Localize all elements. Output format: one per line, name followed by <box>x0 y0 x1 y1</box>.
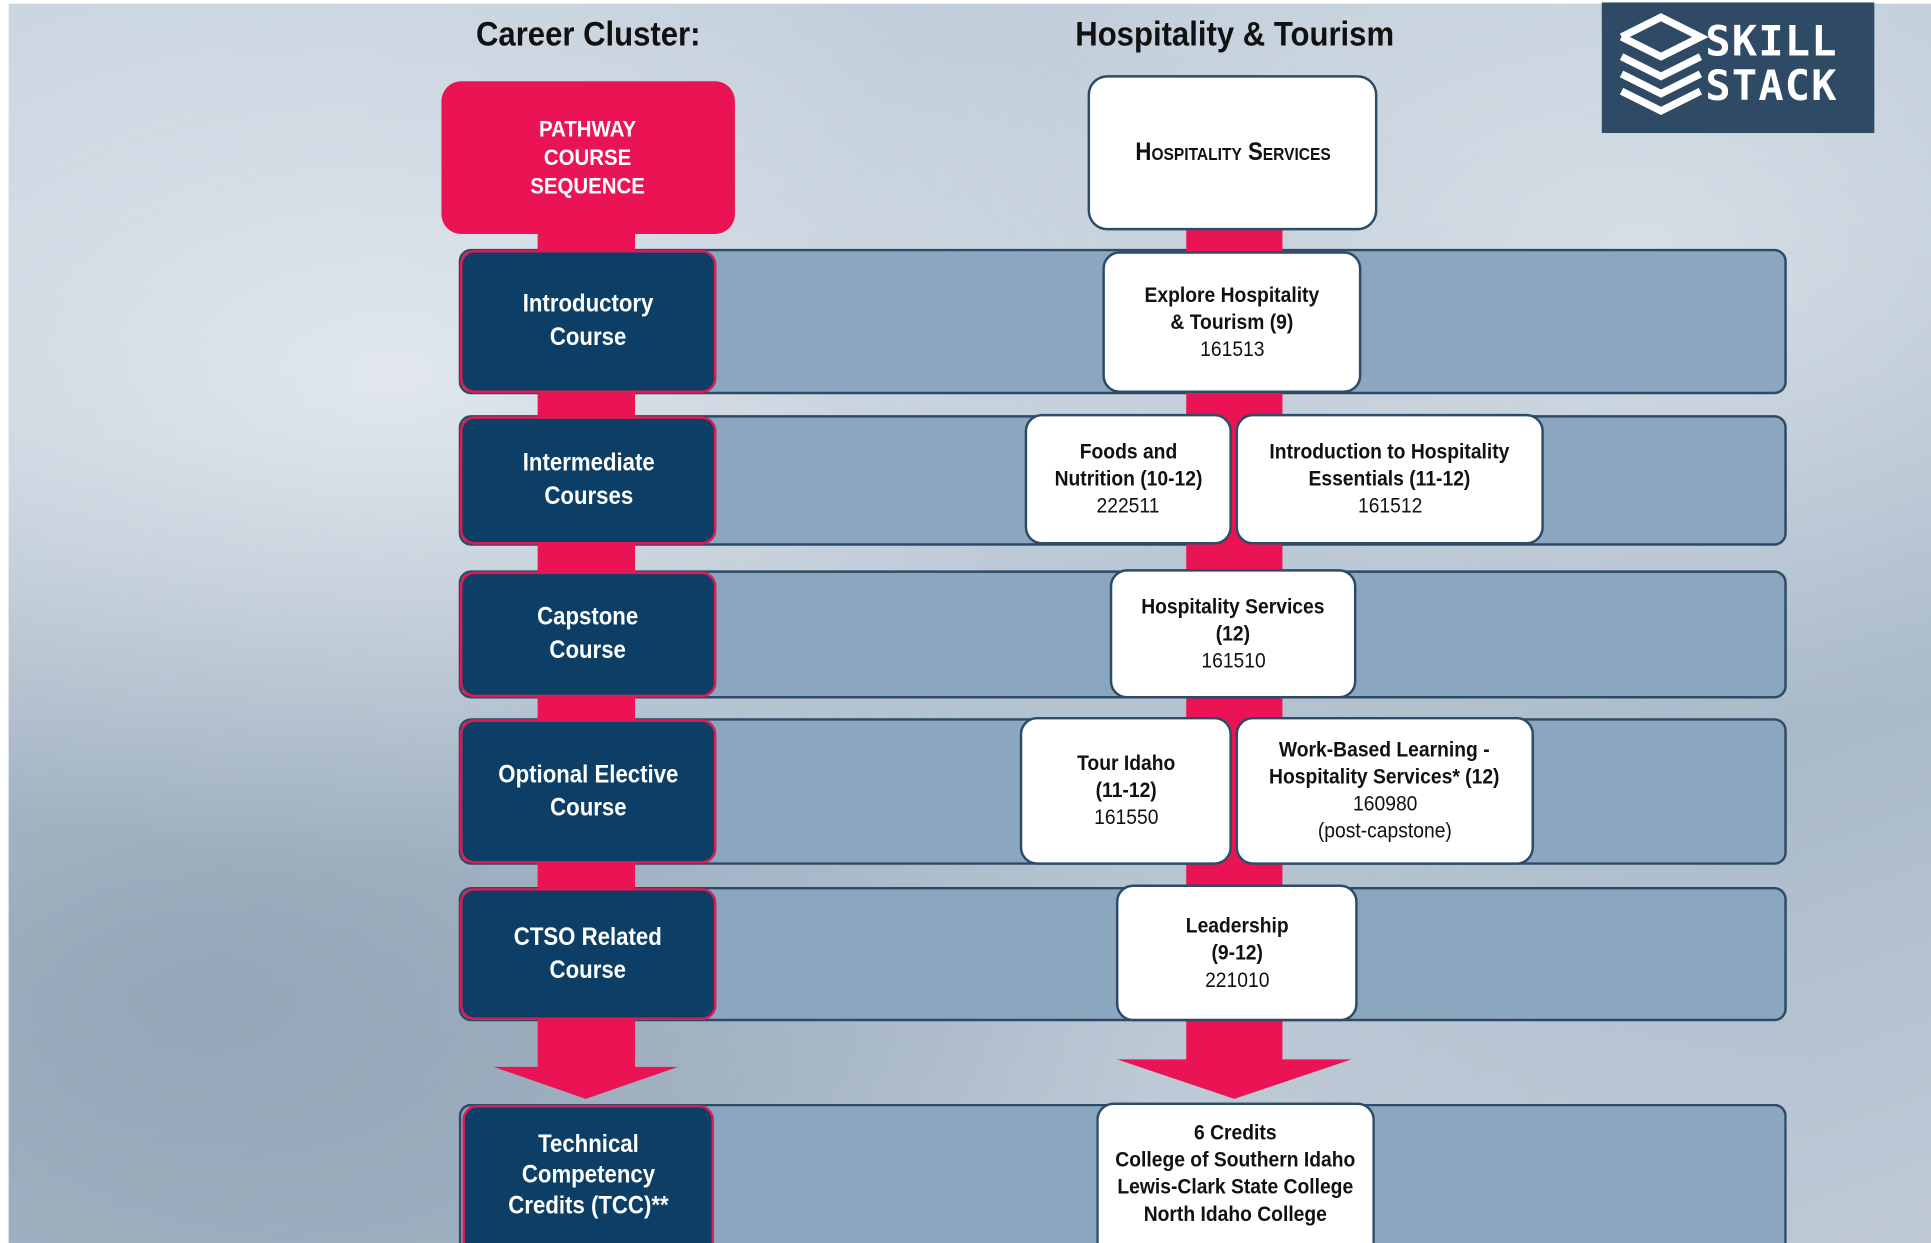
center-arrow-head <box>1117 1059 1352 1099</box>
course-leadership: Leadership (9-12) 221010 <box>1115 884 1358 1022</box>
course-note: (post-capstone) <box>1317 819 1452 843</box>
pathway-title: Hospitality Services <box>1134 138 1331 166</box>
course-title: Tour Idaho (11-12) <box>1076 751 1175 802</box>
level-capstone: Capstone Course <box>459 571 717 698</box>
level-optional-elective: Optional Elective Course <box>459 719 717 864</box>
course-code: 221010 <box>1204 967 1269 992</box>
logo-wordmark: SKILL STACK <box>1705 20 1837 109</box>
course-title: Introduction to Hospitality Essentials (… <box>1269 439 1510 491</box>
course-code: 161512 <box>1357 493 1422 518</box>
course-foods-nutrition: Foods and Nutrition (10-12) 222511 <box>1024 413 1232 545</box>
course-code: 160980 <box>1352 792 1417 816</box>
level-label: Introductory Course <box>522 290 654 352</box>
cluster-name: Hospitality & Tourism <box>1075 14 1395 53</box>
course-code: 161510 <box>1200 648 1266 673</box>
course-explore-hospitality: Explore Hospitality & Tourism (9) 161513 <box>1102 251 1362 393</box>
stack-icon <box>1619 13 1709 116</box>
pathway-course-sequence: PATHWAY COURSE SEQUENCE <box>441 81 735 235</box>
course-code: 222511 <box>1096 493 1160 518</box>
cluster-label: Career Cluster: <box>475 14 701 53</box>
level-label: Optional Elective Course <box>498 760 679 822</box>
level-tcc: Technical Competency Credits (TCC)** <box>462 1105 714 1243</box>
course-intro-hospitality-essentials: Introduction to Hospitality Essentials (… <box>1235 413 1544 545</box>
course-work-based-learning: Work-Based Learning - Hospitality Servic… <box>1235 716 1534 865</box>
level-label: CTSO Related Course <box>514 923 663 984</box>
logo-line-1: SKILL <box>1705 17 1838 67</box>
course-code: 161550 <box>1093 805 1158 830</box>
logo-line-2: STACK <box>1705 61 1838 111</box>
left-arrow-head <box>493 1066 679 1099</box>
level-intermediate: Intermediate Courses <box>459 416 717 545</box>
skill-stack-logo: SKILL STACK <box>1601 2 1875 134</box>
level-introductory: Introductory Course <box>459 250 717 393</box>
course-code: 161513 <box>1199 336 1265 361</box>
pathway-title-box: Hospitality Services <box>1087 75 1378 231</box>
pathway-label: PATHWAY COURSE SEQUENCE <box>530 116 646 198</box>
course-title: Hospitality Services (12) <box>1141 594 1325 645</box>
course-tour-idaho: Tour Idaho (11-12) 161550 <box>1019 716 1232 865</box>
level-label: Intermediate Courses <box>522 449 655 511</box>
level-ctso: CTSO Related Course <box>459 888 717 1021</box>
level-label: Capstone Course <box>537 603 639 664</box>
course-title: Leadership (9-12) <box>1185 913 1289 964</box>
course-tcc-credits: 6 Credits College of Southern Idaho Lewi… <box>1096 1102 1375 1243</box>
course-hospitality-services: Hospitality Services (12) 161510 <box>1109 569 1357 699</box>
course-title: Work-Based Learning - Hospitality Servic… <box>1269 737 1501 789</box>
course-title: 6 Credits College of Southern Idaho Lewi… <box>1115 1121 1356 1226</box>
course-title: Foods and Nutrition (10-12) <box>1054 439 1203 491</box>
course-title: Explore Hospitality & Tourism (9) <box>1144 282 1320 334</box>
level-label: Technical Competency Credits (TCC)** <box>508 1130 669 1219</box>
